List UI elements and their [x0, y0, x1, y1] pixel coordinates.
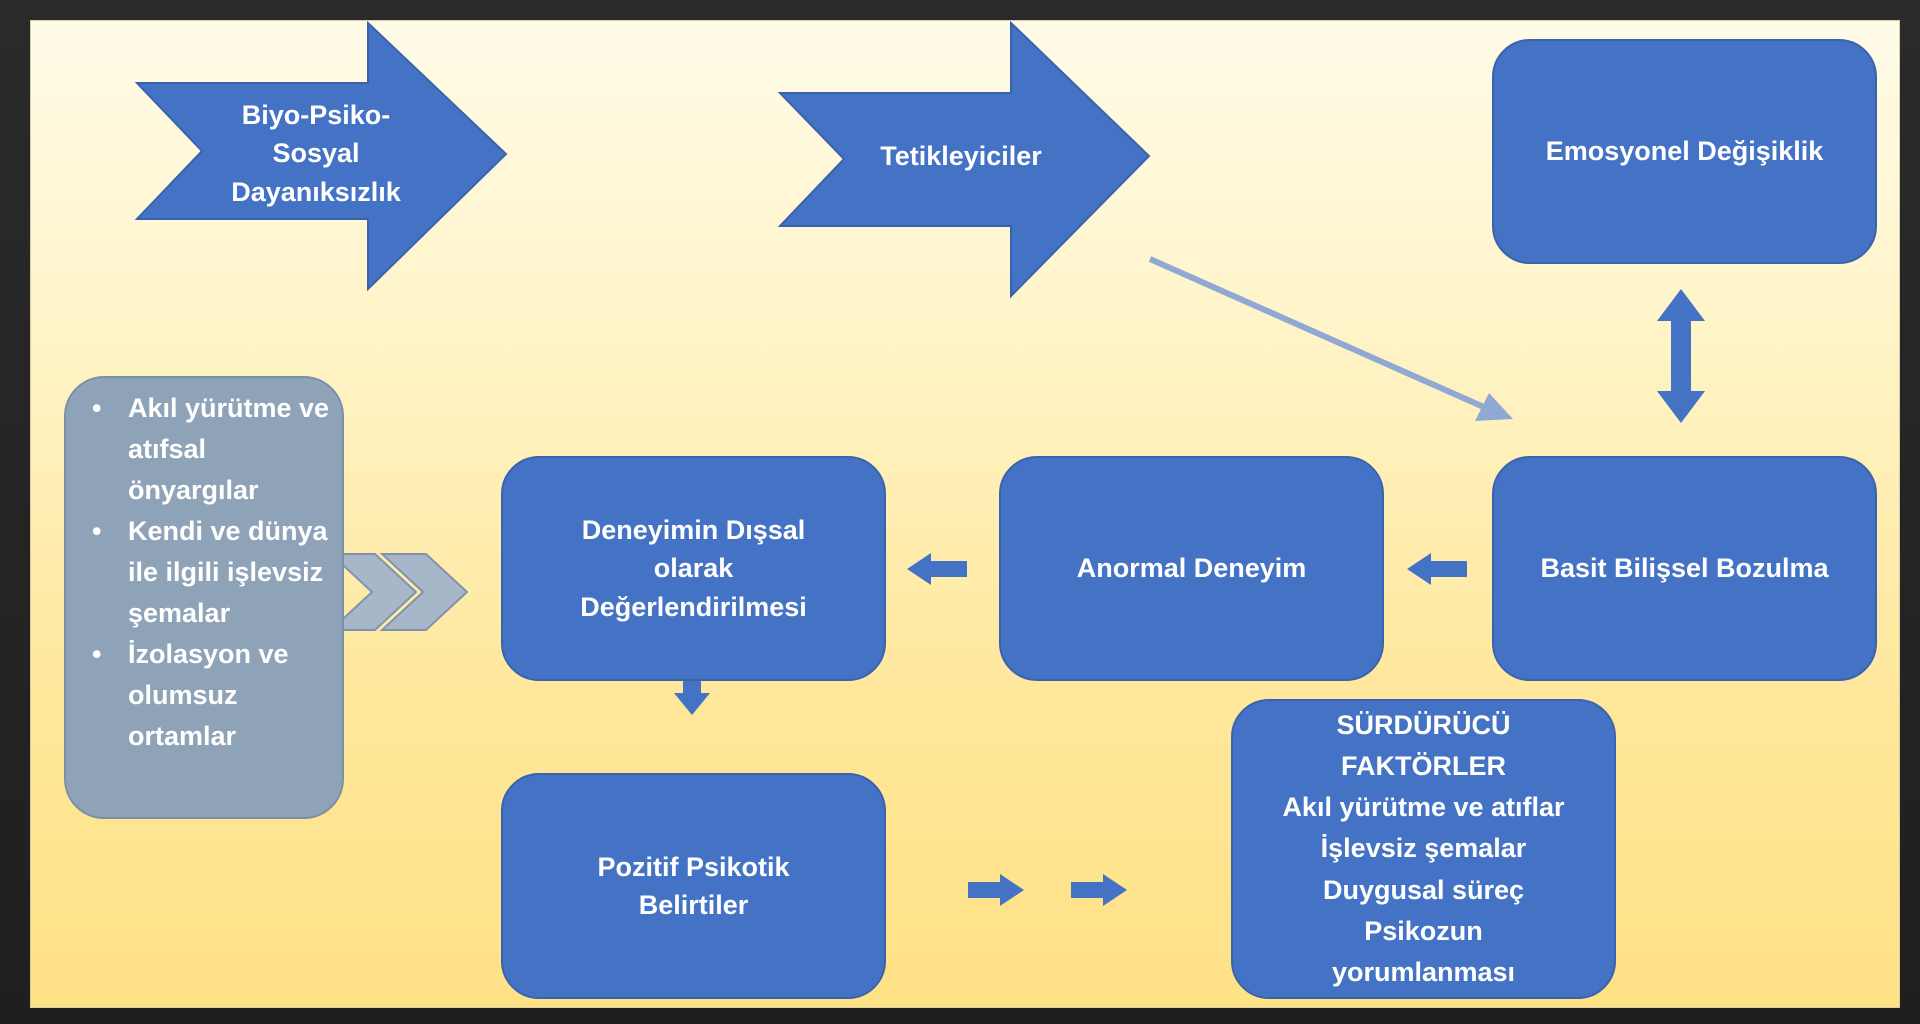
chevron-2: [379, 553, 469, 631]
simple-cognitive-disruption-text: Basit Bilişsel Bozulma: [1540, 553, 1829, 584]
anomalous-experience-box: Anormal Deneyim: [999, 456, 1384, 681]
positive-symptoms-box: Pozitif Psikotik Belirtiler: [501, 773, 886, 999]
triggers-label: Tetikleyiciler: [851, 131, 1071, 181]
emotional-change-box: Emosyonel Değişiklik: [1492, 39, 1877, 264]
vulnerability-factors-list: Akıl yürütme ve atıfsal önyargılar Kendi…: [66, 388, 332, 757]
chevron-1: [328, 553, 418, 631]
right-arrow-1: [968, 874, 1024, 906]
left-arrow-2: [907, 553, 967, 585]
vulnerability-label: Biyo-Psiko- Sosyal Dayanıksızlık: [211, 91, 421, 216]
vulnerability-factor-item: Akıl yürütme ve atıfsal önyargılar: [92, 388, 332, 511]
vulnerability-line-2: Sosyal: [272, 138, 360, 169]
simple-cognitive-disruption-box: Basit Bilişsel Bozulma: [1492, 456, 1877, 681]
positive-symptoms-line-2: Belirtiler: [638, 890, 749, 920]
vulnerability-line-3: Dayanıksızlık: [231, 176, 401, 207]
bidirectional-arrow: [1657, 289, 1705, 423]
maintaining-factors-line-7: yorumlanması: [1331, 956, 1516, 987]
maintaining-factors-line-1: SÜRDÜRÜCÜ: [1336, 710, 1511, 741]
maintaining-factors-line-4: İşlevsiz şemalar: [1320, 833, 1527, 864]
left-arrow-1: [1407, 553, 1467, 585]
triggers-arrow: [777, 21, 1151, 299]
anomalous-experience-text: Anormal Deneyim: [1076, 553, 1307, 584]
emotional-change-text: Emosyonel Değişiklik: [1545, 136, 1824, 167]
right-arrow-2: [1071, 874, 1127, 906]
positive-symptoms-line-1: Pozitif Psikotik: [597, 851, 790, 882]
maintaining-factors-line-5: Duygusal süreç: [1322, 874, 1525, 905]
vulnerability-arrow: [134, 21, 508, 292]
vulnerability-line-1: Biyo-Psiko-: [241, 100, 391, 130]
maintaining-factors-line-2: FAKTÖRLER: [1340, 751, 1506, 782]
external-appraisal-line-1: Deneyimin Dışsal: [581, 515, 806, 545]
vulnerability-factor-item: İzolasyon ve olumsuz ortamlar: [92, 634, 332, 757]
vulnerability-factor-item: Kendi ve dünya ile ilgili işlevsiz şemal…: [92, 511, 332, 634]
external-appraisal-line-3: Değerlendirilmesi: [580, 591, 807, 622]
diagram-shapes: [134, 21, 1705, 906]
maintaining-factors-line-3: Akıl yürütme ve atıflar: [1282, 792, 1565, 823]
external-appraisal-box: Deneyimin Dışsal olarak Değerlendirilmes…: [501, 456, 886, 681]
diagram-slide: Biyo-Psiko- Sosyal Dayanıksızlık Tetikle…: [30, 20, 1900, 1008]
maintaining-factors-box: SÜRDÜRÜCÜ FAKTÖRLER Akıl yürütme ve atıf…: [1231, 699, 1616, 999]
vulnerability-factors-panel: Akıl yürütme ve atıfsal önyargılar Kendi…: [64, 376, 344, 819]
external-appraisal-line-2: olarak: [653, 553, 734, 584]
maintaining-factors-line-6: Psikozun: [1364, 915, 1483, 946]
triggers-text: Tetikleyiciler: [880, 140, 1042, 171]
trigger-connector-arrow: [1148, 256, 1513, 421]
